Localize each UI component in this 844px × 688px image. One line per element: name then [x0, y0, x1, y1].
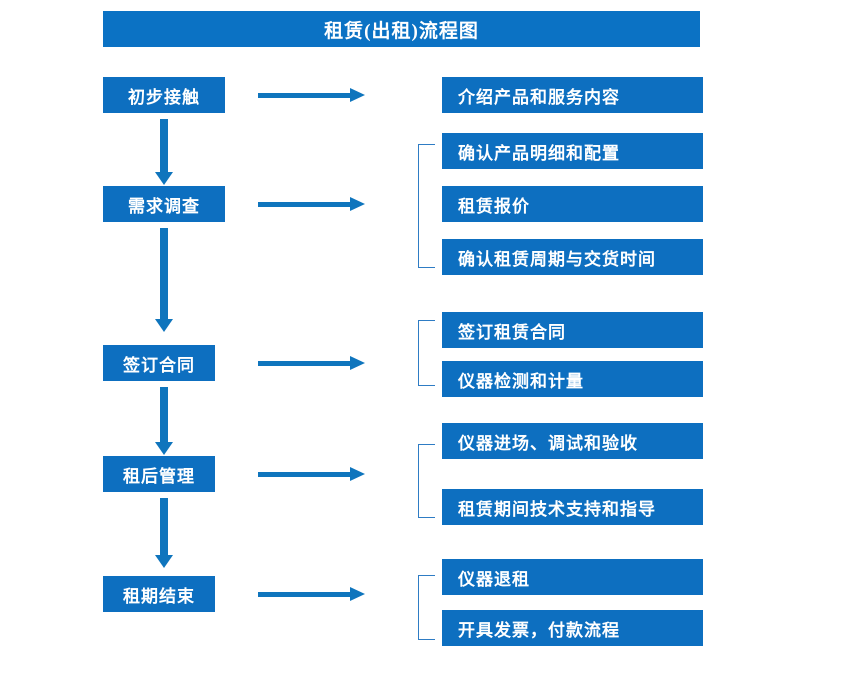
- arrow-head: [155, 172, 173, 185]
- flow-arrow-down-2: [155, 228, 173, 332]
- detail-box-1-1[interactable]: 介绍产品和服务内容: [442, 77, 703, 113]
- arrow-head: [350, 587, 365, 601]
- arrow-shaft: [160, 119, 168, 172]
- stage-box-1[interactable]: 初步接触: [103, 77, 225, 113]
- arrow-shaft: [160, 228, 168, 319]
- flow-arrow-down-4: [155, 498, 173, 568]
- arrow-head: [155, 555, 173, 568]
- flow-arrow-down-3: [155, 387, 173, 455]
- diagram-title: 租赁(出租)流程图: [103, 11, 700, 47]
- flow-arrow-right-2: [258, 197, 365, 211]
- arrow-shaft: [160, 387, 168, 442]
- arrow-head: [155, 442, 173, 455]
- detail-box-2-3[interactable]: 确认租赁周期与交货时间: [442, 239, 703, 275]
- arrow-shaft: [258, 472, 350, 477]
- arrow-shaft: [258, 93, 350, 98]
- arrow-shaft: [258, 361, 350, 366]
- arrow-shaft: [258, 202, 350, 207]
- flow-arrow-right-4: [258, 467, 365, 481]
- detail-box-2-1[interactable]: 确认产品明细和配置: [442, 133, 703, 169]
- detail-box-5-1[interactable]: 仪器退租: [442, 559, 703, 595]
- arrow-shaft: [258, 592, 350, 597]
- detail-box-3-1[interactable]: 签订租赁合同: [442, 312, 703, 348]
- flow-arrow-down-1: [155, 119, 173, 185]
- arrow-head: [350, 356, 365, 370]
- detail-box-2-2[interactable]: 租赁报价: [442, 186, 703, 222]
- group-bracket-2: [418, 144, 435, 268]
- arrow-head: [350, 197, 365, 211]
- detail-box-4-2[interactable]: 租赁期间技术支持和指导: [442, 489, 703, 525]
- stage-box-5[interactable]: 租期结束: [103, 576, 215, 612]
- arrow-head: [350, 88, 365, 102]
- stage-box-3[interactable]: 签订合同: [103, 345, 215, 381]
- stage-box-4[interactable]: 租后管理: [103, 456, 215, 492]
- arrow-head: [350, 467, 365, 481]
- flow-arrow-right-5: [258, 587, 365, 601]
- detail-box-5-2[interactable]: 开具发票，付款流程: [442, 610, 703, 646]
- group-bracket-5: [418, 575, 435, 640]
- flow-arrow-right-1: [258, 88, 365, 102]
- group-bracket-4: [418, 444, 435, 518]
- detail-box-3-2[interactable]: 仪器检测和计量: [442, 361, 703, 397]
- detail-box-4-1[interactable]: 仪器进场、调试和验收: [442, 423, 703, 459]
- group-bracket-3: [418, 320, 435, 386]
- flow-arrow-right-3: [258, 356, 365, 370]
- stage-box-2[interactable]: 需求调查: [103, 186, 225, 222]
- arrow-shaft: [160, 498, 168, 555]
- arrow-head: [155, 319, 173, 332]
